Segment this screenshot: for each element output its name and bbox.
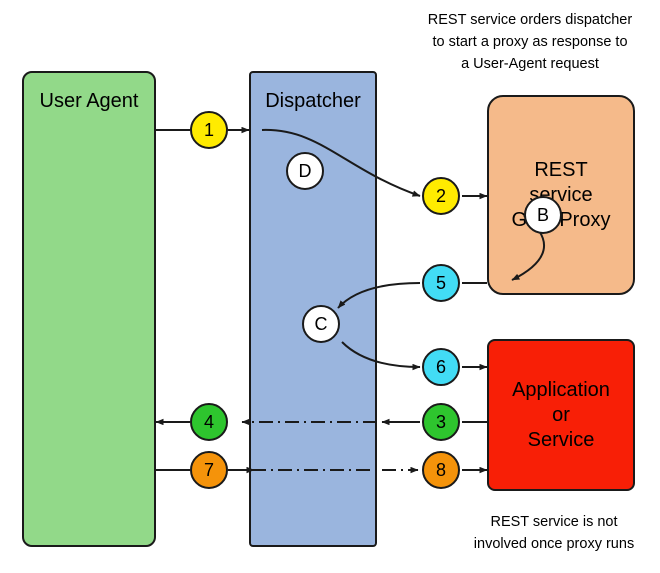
step-marker-2: 2 [422, 177, 460, 215]
note-top: REST service orders dispatcher to start … [427, 12, 633, 72]
step-marker-d: D [286, 152, 324, 190]
step-marker-6: 6 [422, 348, 460, 386]
step-marker-7: 7 [190, 451, 228, 489]
step-marker-5-label: 5 [435, 272, 446, 293]
step-marker-3-label: 3 [435, 411, 446, 432]
step-marker-2-label: 2 [435, 185, 446, 206]
box-application-label: Application or Service [512, 378, 610, 451]
box-user-agent-label: User Agent [39, 90, 139, 112]
box-rest-service: REST service GWSProxy [487, 95, 635, 295]
step-marker-1: 1 [190, 111, 228, 149]
note-bottom: REST service is not involved once proxy … [473, 514, 635, 552]
step-marker-8: 8 [422, 451, 460, 489]
step-marker-5: 5 [422, 264, 460, 302]
step-marker-6-label: 6 [435, 356, 446, 377]
step-marker-8-label: 8 [435, 459, 446, 480]
step-marker-c: C [302, 305, 340, 343]
step-marker-b: B [524, 196, 562, 234]
step-marker-d-label: D [298, 160, 312, 181]
step-marker-4-label: 4 [203, 411, 214, 432]
step-marker-b-label: B [536, 204, 549, 225]
box-user-agent: User Agent [22, 71, 156, 547]
step-marker-1-label: 1 [203, 119, 214, 140]
step-marker-7-label: 7 [203, 459, 214, 480]
step-marker-4: 4 [190, 403, 228, 441]
box-application: Application or Service [487, 339, 635, 491]
step-marker-3: 3 [422, 403, 460, 441]
step-marker-c-label: C [314, 313, 328, 334]
box-dispatcher-label: Dispatcher [265, 90, 361, 112]
